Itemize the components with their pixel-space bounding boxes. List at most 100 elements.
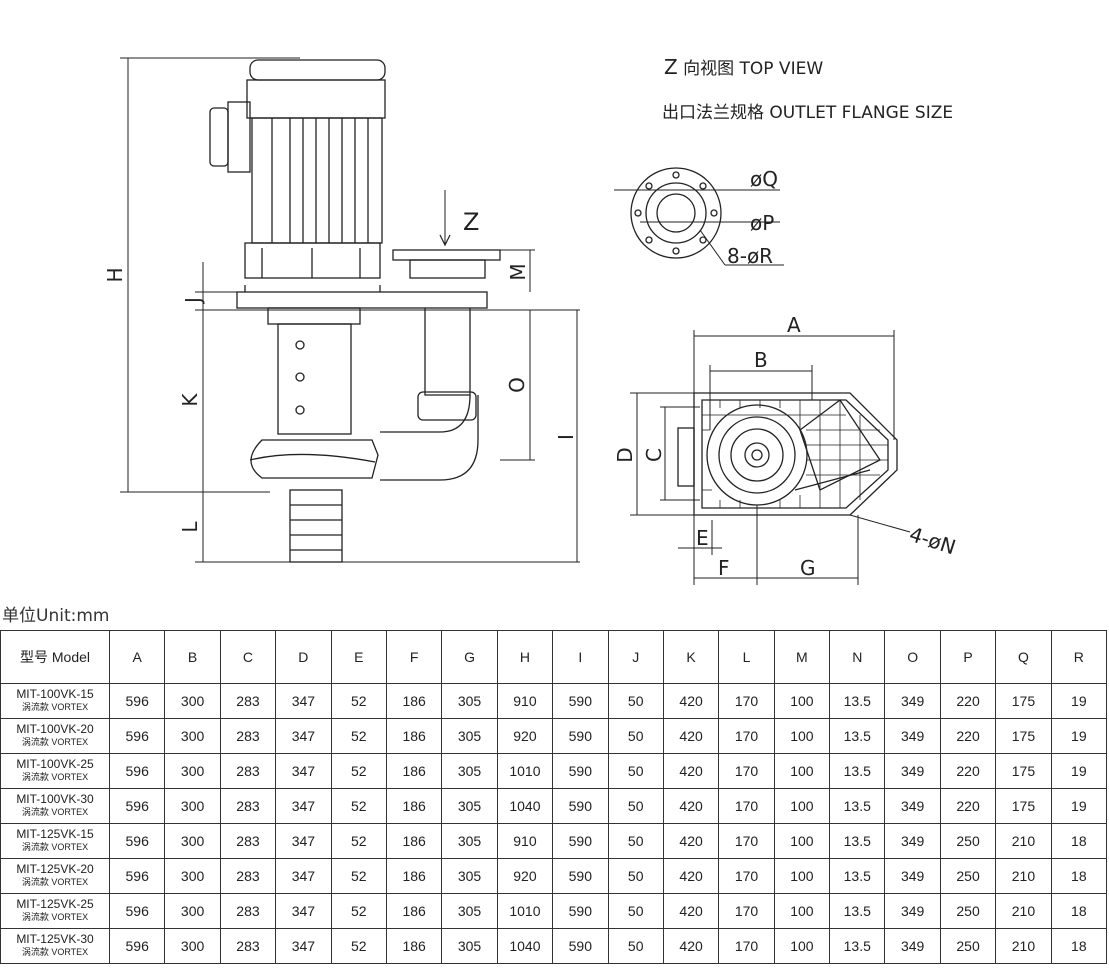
- value-cell-i: 590: [552, 683, 609, 719]
- value-cell-e: 52: [330, 753, 387, 789]
- column-header-o: O: [884, 630, 941, 684]
- value-cell-b: 300: [164, 893, 221, 929]
- column-header-d: D: [275, 630, 332, 684]
- value-cell-c: 283: [219, 858, 277, 894]
- value-cell-l: 170: [718, 788, 775, 824]
- value-cell-o: 349: [884, 788, 941, 824]
- value-cell-m: 100: [773, 753, 831, 789]
- column-header-h: H: [496, 630, 554, 684]
- value-cell-j: 50: [607, 788, 664, 824]
- value-cell-a: 596: [108, 718, 166, 754]
- value-cell-m: 100: [773, 893, 831, 929]
- pump-plan-view: [677, 392, 898, 516]
- value-cell-k: 420: [662, 858, 720, 894]
- value-cell-g: 305: [441, 858, 498, 894]
- value-cell-d: 347: [275, 823, 332, 859]
- column-header-r: R: [1050, 630, 1108, 684]
- value-cell-o: 349: [884, 893, 941, 929]
- model-subtitle: 涡流款 VORTEX: [21, 807, 89, 817]
- plan-dimension-lines: [630, 330, 911, 585]
- value-cell-f: 186: [385, 928, 443, 964]
- column-header-i: I: [552, 630, 609, 684]
- value-cell-p: 220: [939, 718, 997, 754]
- value-cell-n: 13.5: [829, 753, 886, 789]
- value-cell-p: 250: [939, 858, 997, 894]
- model-subtitle: 涡流款 VORTEX: [21, 737, 89, 747]
- model-name: MIT-100VK-25: [16, 757, 94, 771]
- value-cell-o: 349: [884, 683, 941, 719]
- dim-label-m: M: [506, 263, 530, 280]
- top-view-title: Z 向视图 TOP VIEW: [664, 54, 823, 79]
- value-cell-h: 920: [496, 858, 554, 894]
- value-cell-h: 1040: [496, 788, 554, 824]
- value-cell-r: 19: [1050, 753, 1108, 789]
- value-cell-a: 596: [108, 928, 166, 964]
- column-header-c: C: [219, 630, 277, 684]
- value-cell-m: 100: [773, 928, 831, 964]
- value-cell-r: 18: [1050, 858, 1108, 894]
- value-cell-l: 170: [718, 718, 775, 754]
- value-cell-j: 50: [607, 823, 664, 859]
- value-cell-g: 305: [441, 928, 498, 964]
- value-cell-h: 920: [496, 718, 554, 754]
- dim-label-r: 8-øR: [727, 244, 773, 268]
- model-subtitle: 涡流款 VORTEX: [21, 947, 89, 957]
- value-cell-l: 170: [718, 683, 775, 719]
- dim-label-b: B: [754, 348, 768, 372]
- top-view-letter: Z: [664, 55, 678, 79]
- value-cell-d: 347: [275, 788, 332, 824]
- value-cell-q: 175: [995, 788, 1052, 824]
- value-cell-e: 52: [330, 683, 387, 719]
- value-cell-b: 300: [164, 928, 221, 964]
- unit-label: 单位Unit:mm: [2, 606, 110, 626]
- value-cell-d: 347: [275, 893, 332, 929]
- model-name: MIT-100VK-20: [16, 722, 94, 736]
- value-cell-b: 300: [164, 823, 221, 859]
- value-cell-h: 1040: [496, 928, 554, 964]
- model-subtitle: 涡流款 VORTEX: [21, 842, 89, 852]
- dim-label-d: D: [613, 447, 637, 462]
- value-cell-b: 300: [164, 718, 221, 754]
- value-cell-i: 590: [552, 823, 609, 859]
- model-name: MIT-125VK-30: [16, 932, 94, 946]
- value-cell-l: 170: [718, 858, 775, 894]
- model-column-header: 型号 Model: [0, 630, 110, 684]
- value-cell-o: 349: [884, 753, 941, 789]
- value-cell-j: 50: [607, 858, 664, 894]
- value-cell-d: 347: [275, 753, 332, 789]
- value-cell-n: 13.5: [829, 683, 886, 719]
- value-cell-d: 347: [275, 718, 332, 754]
- value-cell-l: 170: [718, 823, 775, 859]
- value-cell-n: 13.5: [829, 718, 886, 754]
- value-cell-m: 100: [773, 718, 831, 754]
- value-cell-g: 305: [441, 893, 498, 929]
- value-cell-f: 186: [385, 823, 443, 859]
- value-cell-q: 175: [995, 753, 1052, 789]
- dim-label-q: øQ: [750, 167, 778, 191]
- model-name: MIT-125VK-20: [16, 862, 94, 876]
- model-name: MIT-125VK-15: [16, 827, 94, 841]
- model-name: MIT-100VK-30: [16, 792, 94, 806]
- value-cell-p: 220: [939, 683, 997, 719]
- value-cell-r: 19: [1050, 718, 1108, 754]
- model-subtitle: 涡流款 VORTEX: [21, 772, 89, 782]
- value-cell-p: 250: [939, 823, 997, 859]
- flange-size-title: 出口法兰规格 OUTLET FLANGE SIZE: [662, 103, 954, 123]
- value-cell-h: 1010: [496, 753, 554, 789]
- value-cell-b: 300: [164, 753, 221, 789]
- top-view-label: 向视图 TOP VIEW: [683, 59, 824, 79]
- value-cell-c: 283: [219, 718, 277, 754]
- value-cell-f: 186: [385, 718, 443, 754]
- value-cell-e: 52: [330, 893, 387, 929]
- value-cell-m: 100: [773, 683, 831, 719]
- value-cell-p: 220: [939, 753, 997, 789]
- value-cell-c: 283: [219, 893, 277, 929]
- value-cell-e: 52: [330, 823, 387, 859]
